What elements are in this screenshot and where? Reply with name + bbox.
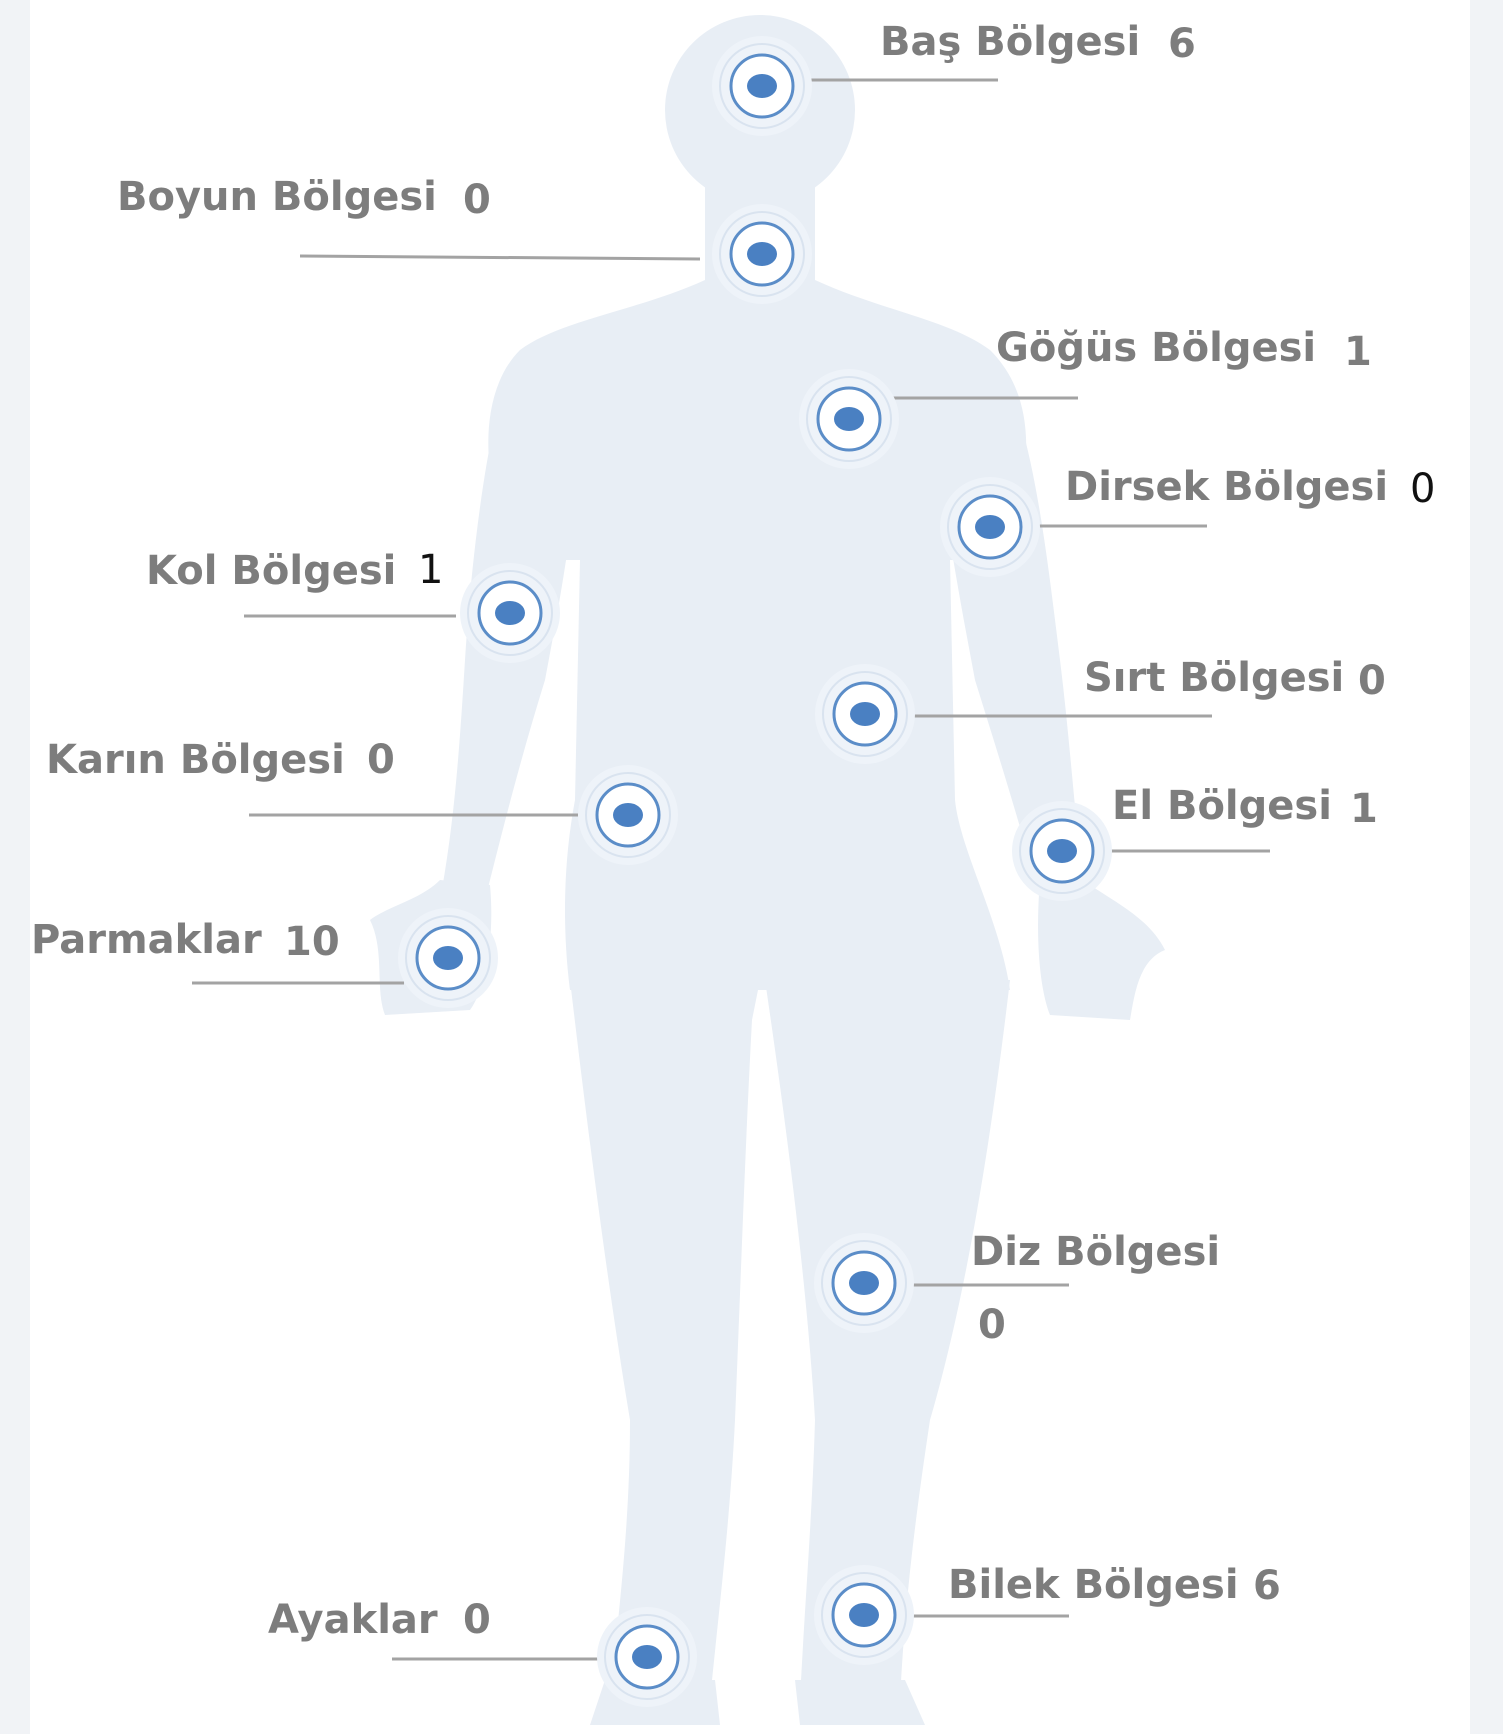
count-dirsek: 0 [1410, 469, 1435, 509]
count-kol: 1 [418, 550, 443, 590]
count-karin: 0 [367, 740, 395, 780]
label-bilek: Bilek Bölgesi [948, 1565, 1239, 1605]
label-bas: Baş Bölgesi [880, 22, 1140, 62]
label-el: El Bölgesi [1112, 786, 1332, 826]
label-gogus: Göğüs Bölgesi [996, 328, 1316, 368]
marker-dirsek-icon[interactable] [940, 477, 1040, 577]
marker-karin-icon[interactable] [578, 765, 678, 865]
label-ayaklar: Ayaklar [268, 1600, 438, 1640]
count-diz: 0 [978, 1305, 1006, 1345]
count-parmaklar: 10 [284, 922, 340, 962]
marker-gogus-icon[interactable] [799, 369, 899, 469]
marker-el-icon[interactable] [1012, 801, 1112, 901]
label-kol: Kol Bölgesi [146, 551, 396, 591]
count-gogus: 1 [1344, 332, 1372, 372]
silhouette-right-foot [795, 1680, 925, 1725]
marker-sirt-icon[interactable] [815, 664, 915, 764]
marker-ayaklar-icon[interactable] [597, 1607, 697, 1707]
label-dirsek: Dirsek Bölgesi [1065, 467, 1388, 507]
count-el: 1 [1350, 789, 1378, 829]
marker-parmaklar-icon[interactable] [398, 908, 498, 1008]
count-bilek: 6 [1253, 1566, 1281, 1606]
marker-diz-icon[interactable] [814, 1233, 914, 1333]
marker-kol-icon[interactable] [460, 563, 560, 663]
count-sirt: 0 [1358, 661, 1386, 701]
label-diz: Diz Bölgesi [971, 1232, 1220, 1272]
count-boyun: 0 [463, 180, 491, 220]
count-bas: 6 [1168, 24, 1196, 64]
label-karin: Karın Bölgesi [46, 740, 345, 780]
marker-bilek-icon[interactable] [814, 1565, 914, 1665]
label-boyun: Boyun Bölgesi [117, 177, 437, 217]
label-parmaklar: Parmaklar [31, 920, 262, 960]
marker-bas-icon[interactable] [712, 36, 812, 136]
marker-boyun-icon[interactable] [712, 204, 812, 304]
label-sirt: Sırt Bölgesi [1084, 658, 1344, 698]
count-ayaklar: 0 [463, 1600, 491, 1640]
